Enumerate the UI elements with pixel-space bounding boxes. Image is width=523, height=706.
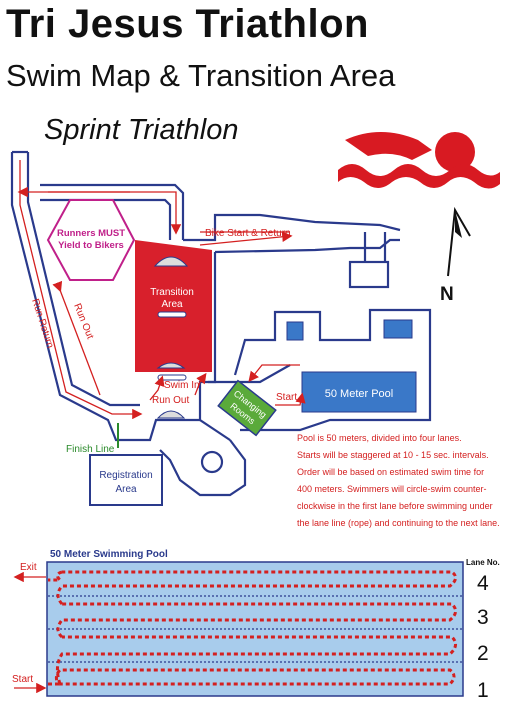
registration-label-2: Area xyxy=(115,484,137,495)
transition-label-2: Area xyxy=(161,299,183,310)
runners-warning-line1: Runners MUST xyxy=(57,228,125,239)
pool-building-left xyxy=(286,321,304,341)
lane-header: Lane No. xyxy=(466,558,500,567)
pool-start-label: Start xyxy=(12,674,33,685)
notes-block: Pool is 50 meters, divided into four lan… xyxy=(297,433,500,528)
finish-line-label: Finish Line xyxy=(66,444,115,455)
lane-number-3: 3 xyxy=(477,606,489,629)
runners-warning-sign xyxy=(46,199,136,281)
note-line-4: 400 meters. Swimmers will circle-swim co… xyxy=(297,484,487,494)
north-label: N xyxy=(440,284,454,305)
swimmer-icon xyxy=(338,132,500,189)
changing-rooms: Changing Rooms xyxy=(217,379,277,437)
race-type: Sprint Triathlon xyxy=(44,114,239,146)
pool-arrows xyxy=(13,571,47,694)
road-outlines xyxy=(10,150,432,497)
registration-area xyxy=(89,454,163,506)
lane-ropes xyxy=(48,595,462,663)
note-line-3: Order will be based on estimated swim ti… xyxy=(297,467,484,477)
pool-diagram-title: 50 Meter Swimming Pool xyxy=(50,549,168,560)
transition-area xyxy=(135,240,212,372)
note-line-1: Pool is 50 meters, divided into four lan… xyxy=(297,433,462,443)
swim-in-label: Swim In xyxy=(164,380,200,391)
lane-number-2: 2 xyxy=(477,642,489,665)
route-lines xyxy=(17,160,306,420)
run-out-2-label: Run Out xyxy=(152,395,189,406)
lane-number-1: 1 xyxy=(477,679,489,702)
registration-label-1: Registration xyxy=(99,470,152,481)
run-return-label: Run Return xyxy=(29,298,55,350)
note-line-2: Starts will be staggered at 10 - 15 sec.… xyxy=(297,450,489,460)
run-out-label: Run Out xyxy=(71,302,95,341)
note-line-6: the lane line (rope) and continuing to t… xyxy=(297,518,500,528)
pool-label: 50 Meter Pool xyxy=(325,388,393,400)
start-label: Start xyxy=(276,392,297,403)
north-arrow-icon xyxy=(447,206,471,277)
swim-path xyxy=(48,570,457,686)
page-title: Tri Jesus Triathlon xyxy=(6,2,369,46)
transition-label-1: Transition xyxy=(150,287,194,298)
fifty-meter-pool xyxy=(301,371,417,413)
lane-number-4: 4 xyxy=(477,572,489,595)
bike-start-label: Bike Start & Return xyxy=(205,228,291,239)
runners-warning-line2: Yield to Bikers xyxy=(58,240,124,251)
page-subtitle: Swim Map & Transition Area xyxy=(6,58,396,93)
exit-label: Exit xyxy=(20,562,37,573)
note-line-5: clockwise in the first lane before swimm… xyxy=(297,501,493,511)
pool-building-right xyxy=(383,319,413,339)
